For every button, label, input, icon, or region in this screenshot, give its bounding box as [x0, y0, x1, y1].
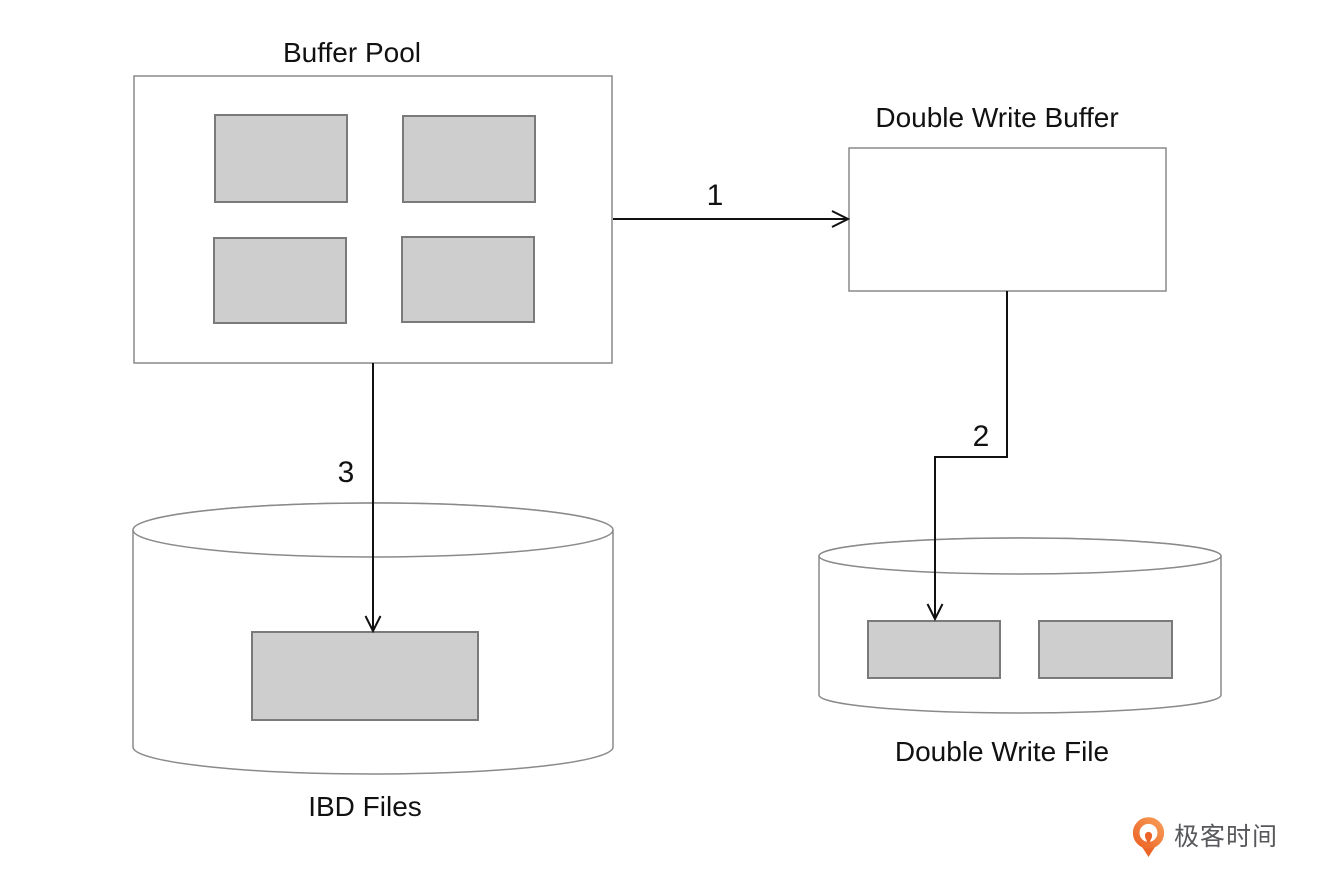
- arrow-1-head: [831, 210, 851, 228]
- buffer-pool-page-2: [402, 115, 536, 203]
- double-write-buffer-title: Double Write Buffer: [875, 102, 1118, 133]
- double-write-file-cylinder-top: [818, 537, 1222, 575]
- ibd-files-page: [251, 631, 479, 721]
- arrow-3-label: 3: [338, 456, 355, 489]
- ibd-files-label: IBD Files: [308, 791, 422, 822]
- buffer-pool-page-4: [401, 236, 535, 323]
- arrow-2-line: [934, 291, 1008, 617]
- arrow-2-head: [926, 603, 944, 622]
- arrow-2-label: 2: [973, 420, 990, 453]
- arrow-3-head: [364, 615, 382, 634]
- double-write-file-page-1: [867, 620, 1001, 679]
- buffer-pool-page-1: [214, 114, 348, 203]
- geektime-logo-text: 极客时间: [1174, 823, 1279, 851]
- geektime-logo: 极客时间: [1130, 817, 1278, 858]
- buffer-pool-title: Buffer Pool: [283, 37, 421, 68]
- buffer-pool-page-3: [213, 237, 347, 324]
- double-write-file-label: Double Write File: [895, 736, 1109, 767]
- buffer-pool-box: [133, 75, 613, 364]
- geektime-logo-icon: [1132, 817, 1165, 857]
- double-write-file-page-2: [1038, 620, 1173, 679]
- arrow-1-label: 1: [707, 179, 724, 212]
- double-write-buffer-box: [848, 147, 1167, 292]
